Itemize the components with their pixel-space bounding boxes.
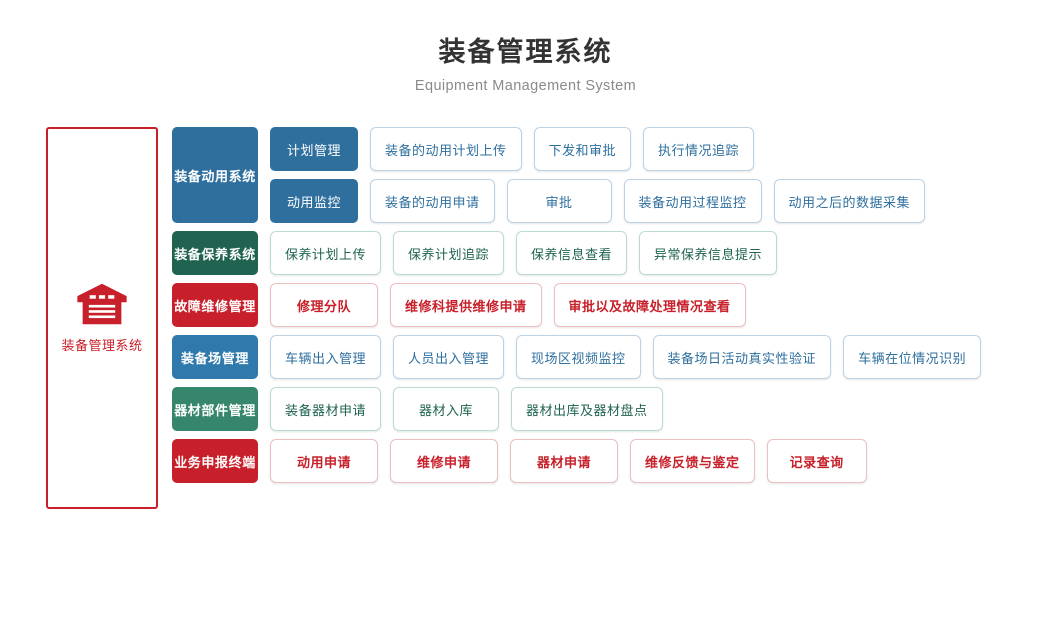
row-business-reporting: 业务申报终端 动用申请 维修申请 器材申请 维修反馈与鉴定 记录查询 xyxy=(172,439,981,483)
subgroup-label[interactable]: 计划管理 xyxy=(270,127,358,171)
subgroup-stack: 计划管理 装备的动用计划上传 下发和审批 执行情况追踪 动用监控 装备的动用申请… xyxy=(258,127,926,223)
subgroup-plan-management: 计划管理 装备的动用计划上传 下发和审批 执行情况追踪 xyxy=(258,127,925,171)
leaf-item[interactable]: 执行情况追踪 xyxy=(643,127,755,171)
leaf-item[interactable]: 动用申请 xyxy=(270,439,379,483)
leaf-item[interactable]: 记录查询 xyxy=(766,439,867,483)
leaf-item[interactable]: 下发和审批 xyxy=(533,127,632,171)
category-label[interactable]: 装备动用系统 xyxy=(172,127,258,223)
category-label[interactable]: 故障维修管理 xyxy=(172,283,258,327)
leaf-item[interactable]: 车辆在位情况识别 xyxy=(843,335,982,379)
category-rows: 装备动用系统 计划管理 装备的动用计划上传 下发和审批 执行情况追踪 动用监控 … xyxy=(172,127,982,491)
row-equipment-deployment: 装备动用系统 计划管理 装备的动用计划上传 下发和审批 执行情况追踪 动用监控 … xyxy=(172,127,981,223)
leaf-item[interactable]: 保养计划追踪 xyxy=(393,231,505,275)
leaf-item[interactable]: 维修反馈与鉴定 xyxy=(630,439,755,483)
leaf-item[interactable]: 异常保养信息提示 xyxy=(639,231,778,275)
leaf-item[interactable]: 保养信息查看 xyxy=(516,231,628,275)
warehouse-icon xyxy=(77,283,127,325)
leaf-item[interactable]: 维修申请 xyxy=(390,439,499,483)
row-equipment-yard: 装备场管理 车辆出入管理 人员出入管理 现场区视频监控 装备场日活动真实性验证 … xyxy=(172,335,982,379)
leaf-item[interactable]: 人员出入管理 xyxy=(393,335,505,379)
row-equipment-parts: 器材部件管理 装备器材申请 器材入库 器材出库及器材盘点 xyxy=(172,387,981,431)
row-equipment-maintenance: 装备保养系统 保养计划上传 保养计划追踪 保养信息查看 异常保养信息提示 xyxy=(172,231,981,275)
leaf-item[interactable]: 动用之后的数据采集 xyxy=(773,179,926,223)
leaf-item[interactable]: 审批 xyxy=(506,179,612,223)
brand-panel: 装备管理系统 xyxy=(46,127,158,509)
leaf-item[interactable]: 审批以及故障处理情况查看 xyxy=(553,283,746,327)
leaf-item[interactable]: 装备的动用申请 xyxy=(370,179,495,223)
leaf-item[interactable]: 保养计划上传 xyxy=(270,231,382,275)
category-label[interactable]: 装备保养系统 xyxy=(172,231,258,275)
leaf-item[interactable]: 车辆出入管理 xyxy=(270,335,382,379)
leaf-item[interactable]: 装备器材申请 xyxy=(270,387,382,431)
leaf-item[interactable]: 现场区视频监控 xyxy=(516,335,641,379)
leaf-item[interactable]: 器材申请 xyxy=(510,439,619,483)
leaf-item[interactable]: 器材出库及器材盘点 xyxy=(511,387,663,431)
subgroup-deployment-monitoring: 动用监控 装备的动用申请 审批 装备动用过程监控 动用之后的数据采集 xyxy=(258,179,926,223)
leaf-item[interactable]: 装备场日活动真实性验证 xyxy=(652,335,832,379)
page-title: 装备管理系统 xyxy=(438,37,613,67)
row-fault-repair: 故障维修管理 修理分队 维修科提供维修申请 审批以及故障处理情况查看 xyxy=(172,283,981,327)
subgroup-label[interactable]: 动用监控 xyxy=(270,179,358,223)
page-subtitle: Equipment Management System xyxy=(414,77,637,94)
leaf-item[interactable]: 器材入库 xyxy=(393,387,500,431)
category-label[interactable]: 业务申报终端 xyxy=(172,439,258,483)
page-header: 装备管理系统 Equipment Management System xyxy=(0,0,1051,94)
leaf-item[interactable]: 修理分队 xyxy=(270,283,379,327)
leaf-item[interactable]: 装备的动用计划上传 xyxy=(370,127,522,171)
category-label[interactable]: 装备场管理 xyxy=(172,335,258,379)
leaf-item[interactable]: 维修科提供维修申请 xyxy=(390,283,542,327)
category-label[interactable]: 器材部件管理 xyxy=(172,387,258,431)
leaf-item[interactable]: 装备动用过程监控 xyxy=(623,179,762,223)
brand-label: 装备管理系统 xyxy=(61,338,143,353)
